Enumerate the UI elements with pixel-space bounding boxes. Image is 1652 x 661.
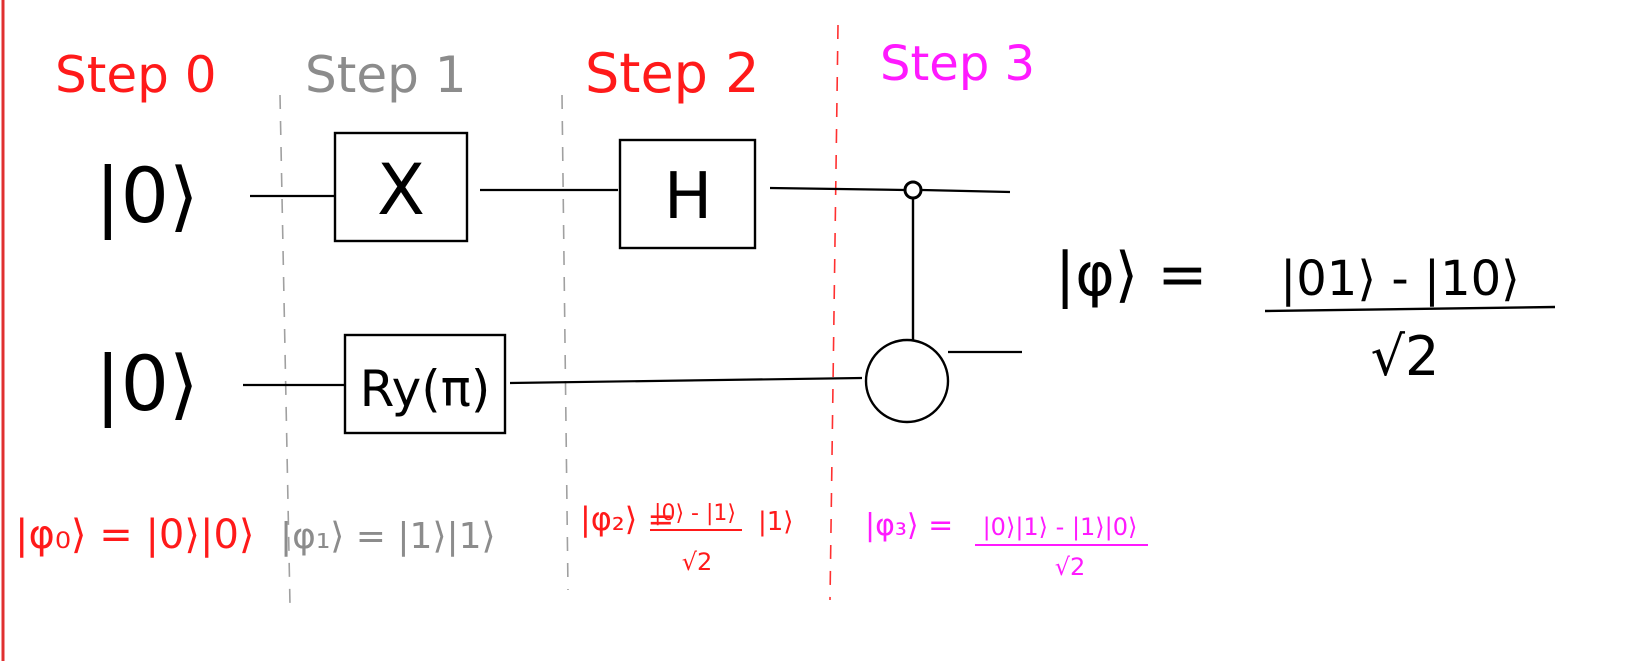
state-phi2-denominator: √2 xyxy=(682,548,713,576)
ry-gate: Ry(π) xyxy=(343,333,507,435)
final-state: |φ⟩ = |01⟩ - |10⟩ √2 xyxy=(1055,240,1556,388)
h-gate: H xyxy=(618,138,757,250)
final-state-numerator: |01⟩ - |10⟩ xyxy=(1280,251,1520,307)
state-phi2-lhs: |φ₂⟩ = xyxy=(580,500,674,538)
step-label-0: Step 0 xyxy=(55,46,217,104)
x-gate: X xyxy=(333,131,469,243)
final-state-lhs: |φ⟩ = xyxy=(1055,240,1208,310)
qubit-1-initial-state: |0⟩ xyxy=(95,339,199,429)
state-phi3-lhs: |φ₃⟩ = xyxy=(865,508,953,543)
ry-gate-box xyxy=(343,333,507,435)
state-phi3: |φ₃⟩ = |0⟩|1⟩ - |1⟩|0⟩ √2 xyxy=(865,508,1148,581)
step-label-1: Step 1 xyxy=(305,46,467,104)
cnot-target xyxy=(864,338,950,424)
state-phi2-tail: |1⟩ xyxy=(758,507,793,537)
qubit-1-wire xyxy=(243,350,1022,387)
cnot-gate xyxy=(864,180,950,424)
qubit-0-initial-state: |0⟩ xyxy=(95,151,199,241)
step-divider-2 xyxy=(561,94,569,591)
ry-gate-label: Ry(π) xyxy=(360,360,491,418)
h-gate-label: H xyxy=(664,160,712,234)
step-divider-3 xyxy=(829,24,839,601)
step-divider-1 xyxy=(279,94,291,606)
cnot-control-dot xyxy=(903,180,923,200)
state-phi1: |φ₁⟩ = |1⟩|1⟩ xyxy=(280,516,496,557)
step-label-2: Step 2 xyxy=(585,42,759,105)
state-phi3-denominator: √2 xyxy=(1055,553,1086,581)
qubit-0-wire xyxy=(250,186,1011,198)
step-label-3: Step 3 xyxy=(880,36,1035,92)
state-phi2: |φ₂⟩ = |0⟩ - |1⟩ √2 |1⟩ xyxy=(580,500,793,576)
state-phi2-numerator: |0⟩ - |1⟩ xyxy=(654,501,736,526)
x-gate-label: X xyxy=(377,149,425,231)
h-gate-box xyxy=(618,138,757,250)
final-state-fraction-bar xyxy=(1264,305,1556,313)
final-state-denominator: √2 xyxy=(1371,325,1440,388)
state-phi3-numerator: |0⟩|1⟩ - |1⟩|0⟩ xyxy=(983,513,1138,541)
x-gate-box xyxy=(333,131,469,243)
state-phi0: |φ₀⟩ = |0⟩|0⟩ xyxy=(15,512,255,558)
